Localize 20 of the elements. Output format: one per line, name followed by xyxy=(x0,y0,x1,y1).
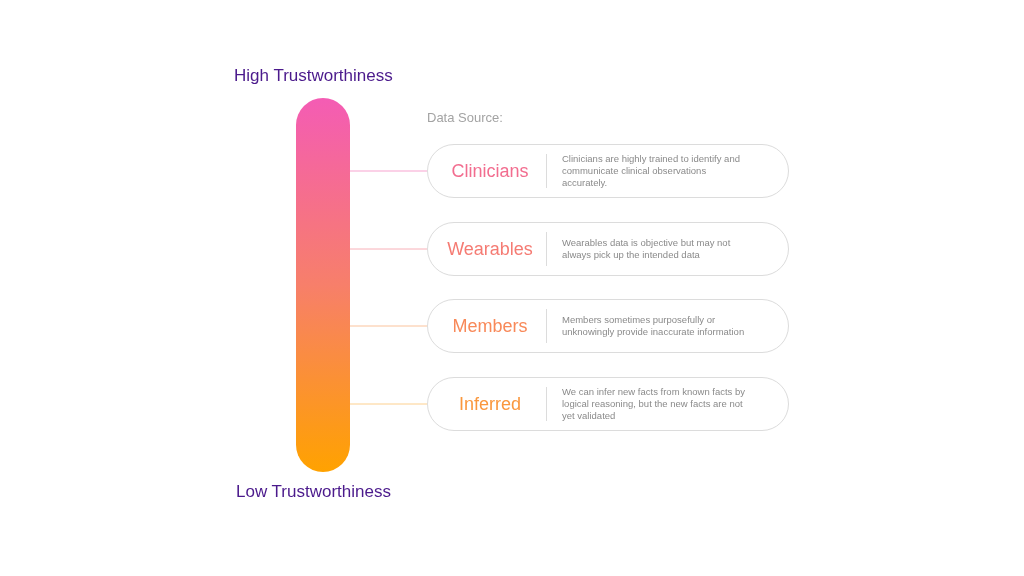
source-description: We can infer new facts from known facts by logical reasoning, but the new facts are not yet validated xyxy=(562,386,747,422)
section-heading: Data Source: xyxy=(427,110,503,125)
connector-line xyxy=(349,325,428,327)
scale-bottom-label: Low Trustworthiness xyxy=(236,482,391,502)
source-card xyxy=(427,299,789,353)
source-name: Inferred xyxy=(458,393,521,415)
source-card xyxy=(427,222,789,276)
source-name: Wearables xyxy=(447,238,533,260)
gradient-bar xyxy=(296,98,350,472)
source-description: Wearables data is objective but may not always pick up the intended data xyxy=(562,237,732,261)
connector-line xyxy=(349,170,428,172)
connector-line xyxy=(349,403,428,405)
source-card xyxy=(427,144,789,198)
connector-line xyxy=(349,248,428,250)
source-description: Members sometimes purposefully or unknowingly provide inaccurate information xyxy=(562,314,746,338)
source-card xyxy=(427,377,789,431)
source-description: Clinicians are highly trained to identify and communicate clinical observations accurately. xyxy=(562,153,741,189)
scale-top-label: High Trustworthiness xyxy=(234,66,393,86)
source-name: Clinicians xyxy=(451,160,529,182)
source-name: Members xyxy=(452,315,528,337)
